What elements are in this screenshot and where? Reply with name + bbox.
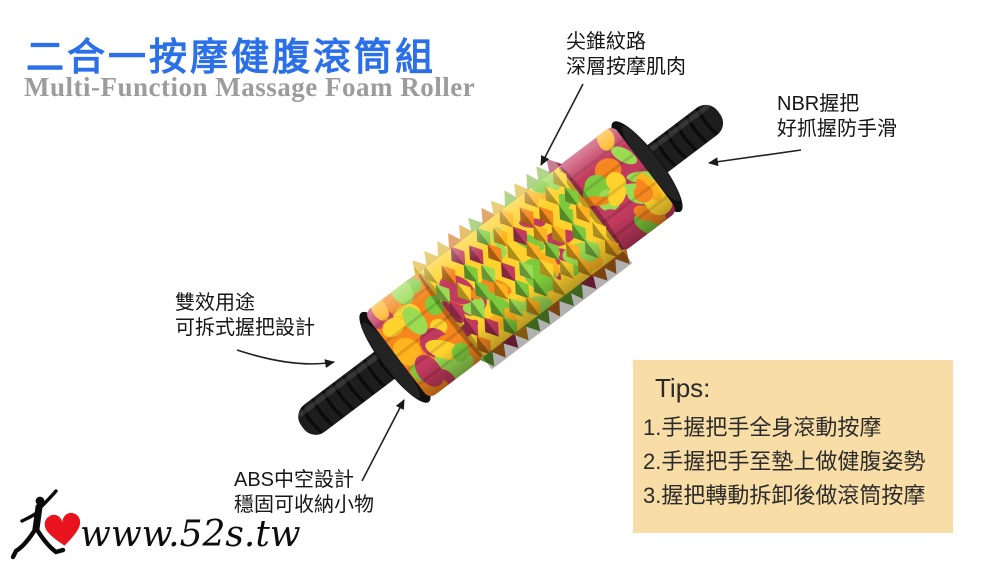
- heart-icon: [44, 512, 81, 546]
- callout-nbr-grip: NBR握把 好抓握防手滑: [777, 92, 897, 142]
- page-title: 二合一按摩健腹滾筒組: [26, 37, 437, 79]
- callout-abs-core: ABS中空設計 穩固可收納小物: [234, 468, 374, 518]
- watermark-url: www.52s.tw: [80, 514, 301, 555]
- callout-nbr-line2: 好抓握防手滑: [777, 118, 897, 140]
- tips-title: Tips:: [655, 373, 711, 403]
- tips-item-2: 2.手握把手至墊上做健腹姿勢: [643, 449, 926, 474]
- callout-arrows: [236, 83, 802, 482]
- callout-abs-line2: 穩固可收納小物: [234, 494, 374, 516]
- tips-list: 1.手握把手全身滾動按摩 2.手握把手至墊上做健腹姿勢 3.握把轉動拆卸後做滾筒…: [633, 411, 953, 513]
- callout-dual-line2: 可拆式握把設計: [175, 317, 315, 339]
- tips-item-3: 3.握把轉動拆卸後做滾筒按摩: [643, 483, 926, 508]
- callout-spike-texture: 尖錐紋路 深層按摩肌肉: [566, 30, 686, 80]
- callout-dual-use: 雙效用途 可拆式握把設計: [175, 291, 315, 341]
- callout-spike-line1: 尖錐紋路: [566, 31, 646, 53]
- arrow-abs-core: [361, 399, 405, 482]
- brand-logo: [10, 489, 81, 560]
- callout-spike-line2: 深層按摩肌肉: [566, 56, 686, 78]
- dancer-icon: [10, 489, 66, 560]
- handle-left: [298, 348, 401, 435]
- tips-panel: Tips: 1.手握把手全身滾動按摩 2.手握把手至墊上做健腹姿勢 3.握把轉動…: [633, 360, 953, 533]
- arrow-dual-use: [236, 349, 335, 369]
- page-subtitle: Multi-Function Massage Foam Roller: [24, 72, 476, 102]
- product-roller: [298, 104, 724, 435]
- tips-item-1: 1.手握把手全身滾動按摩: [643, 415, 882, 440]
- arrow-spike-texture: [540, 83, 584, 166]
- callout-nbr-line1: NBR握把: [777, 93, 860, 115]
- callout-dual-line1: 雙效用途: [175, 292, 255, 314]
- callout-abs-line1: ABS中空設計: [234, 469, 355, 491]
- arrow-nbr-grip: [708, 149, 802, 167]
